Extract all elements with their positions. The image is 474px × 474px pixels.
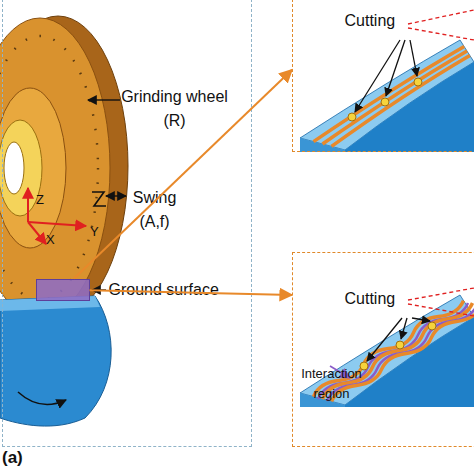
- grain: [414, 78, 422, 86]
- groove: [323, 51, 468, 144]
- leader-arrow: [92, 289, 106, 290]
- axis-arrow: [27, 188, 29, 222]
- workpiece: [0, 296, 111, 426]
- wavy-groove: [323, 303, 473, 399]
- wheel-hole: [4, 142, 24, 194]
- axis-label: Y: [90, 222, 99, 242]
- grain: [348, 113, 356, 121]
- dashed-line: [408, 10, 474, 24]
- grain: [381, 98, 389, 106]
- part-label: Grinding wheel (R): [113, 85, 237, 135]
- dashed-line: [408, 288, 474, 300]
- leader-arrow: [367, 318, 402, 361]
- leader-arrow: [88, 99, 120, 100]
- part-label: Cutting: [345, 9, 396, 34]
- dashed-line: [408, 28, 474, 40]
- zoom-box: Cutting: [292, 0, 474, 152]
- panel-letter: (a): [2, 445, 23, 471]
- surface-patch: Ground surface: [36, 279, 90, 301]
- axis-arrow: [28, 222, 46, 244]
- leader-arrow: [401, 318, 407, 339]
- region-label: Interaction region: [294, 364, 370, 404]
- zoom-arrow: [74, 70, 292, 279]
- grain: [428, 322, 436, 330]
- axis-arrow: [28, 222, 86, 226]
- wheel-bore: [0, 120, 42, 216]
- zoom-arrow: [90, 290, 293, 295]
- groove: [332, 55, 470, 146]
- grain: [396, 341, 404, 349]
- swing-symbol: [92, 192, 106, 206]
- part-label: Swing (A,f): [124, 186, 186, 236]
- wavy-groove: [332, 305, 474, 401]
- part-label: Ground surface: [109, 278, 219, 303]
- panel-box: Grinding wheel (R) Swing (A,f) Ground surf…: [2, 0, 252, 447]
- axis-label: X: [46, 230, 55, 250]
- groove: [314, 47, 465, 142]
- part-label: Cutting: [345, 287, 396, 312]
- dashed-line: [408, 304, 474, 316]
- zoom-box: CuttingInteraction region: [292, 252, 474, 447]
- rotation-arrow: [18, 392, 66, 405]
- leader-arrow: [386, 40, 405, 96]
- wheel-face: [0, 18, 110, 318]
- swing-arrow: [106, 195, 126, 196]
- leader-arrow: [410, 40, 417, 76]
- leader-arrow: [412, 318, 430, 321]
- axis-label: Z: [36, 190, 44, 210]
- wavy-groove: [314, 301, 464, 397]
- wheel-holes: [0, 36, 98, 300]
- surface-side: [345, 317, 474, 407]
